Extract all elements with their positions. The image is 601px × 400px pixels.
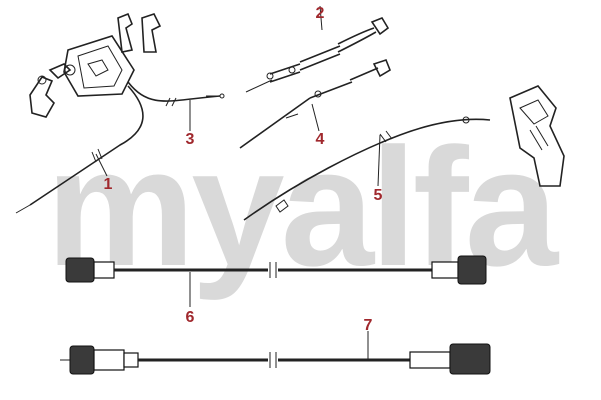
leader-lines bbox=[95, 5, 381, 360]
callout-1: 1 bbox=[104, 176, 113, 193]
callout-4: 4 bbox=[316, 131, 325, 148]
callout-2: 2 bbox=[316, 5, 325, 22]
callout-7: 7 bbox=[364, 317, 373, 334]
part-1-3-assembly[interactable] bbox=[15, 12, 225, 214]
part-7-speedo-cable[interactable] bbox=[60, 343, 491, 375]
callout-5: 5 bbox=[374, 187, 383, 204]
part-4-pull-cable[interactable] bbox=[239, 59, 391, 149]
part-5-cable[interactable] bbox=[243, 116, 491, 221]
part-6-speedo-cable[interactable] bbox=[65, 255, 487, 285]
callout-6: 6 bbox=[186, 309, 195, 326]
callout-3: 3 bbox=[186, 131, 195, 148]
pedal-bracket bbox=[509, 85, 565, 187]
part-2-choke-cable[interactable] bbox=[245, 17, 390, 93]
